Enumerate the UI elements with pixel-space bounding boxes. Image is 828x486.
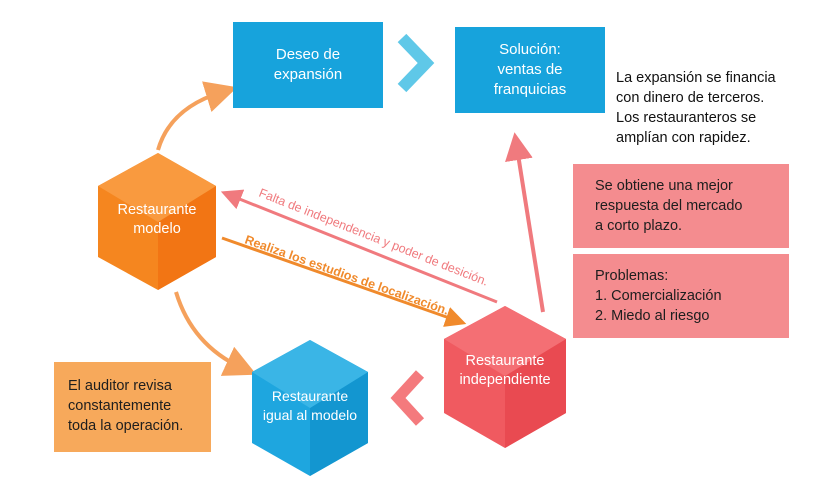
box-problems: Problemas: 1. Comercialización 2. Miedo … — [573, 254, 789, 338]
hexagon-equal-label: Restaurante igual al modelo — [252, 387, 368, 425]
arrow-independent-to-solution — [505, 132, 545, 313]
label-location-studies: Realiza los estudios de localización. — [243, 233, 451, 318]
hexagon-equal-text: Restaurante igual al modelo — [262, 388, 358, 423]
hexagon-independent-label: Restaurante independiente — [444, 352, 566, 390]
note-financing-text: La expansión se financia con dinero de t… — [616, 70, 776, 146]
box-expansion-desire: Deseo de expansión — [233, 22, 383, 108]
box-better-response-text: Se obtiene una mejor respuesta del merca… — [595, 178, 743, 234]
box-problems-item: 1. Comercialización — [595, 288, 722, 304]
note-financing: La expansión se financia con dinero de t… — [616, 68, 821, 148]
hexagon-model-text: Restaurante modelo — [117, 202, 197, 237]
box-problems-title: Problemas: — [595, 268, 669, 284]
hexagon-independent-text: Restaurante independiente — [459, 353, 551, 388]
hexagon-model-label: Restaurante modelo — [98, 201, 216, 239]
box-problems-item: 2. Miedo al riesgo — [595, 308, 710, 324]
chevron-right-icon — [397, 33, 435, 93]
arrow-lack-independence — [220, 189, 498, 304]
box-better-response: Se obtiene una mejor respuesta del merca… — [573, 164, 789, 248]
box-expansion-desire-text: Deseo de expansión — [273, 46, 343, 83]
chevron-left-icon — [390, 370, 425, 426]
label-lack-independence: Falta de independencia y poder de desici… — [257, 186, 490, 289]
box-auditor-text: El auditor revisa constantemente toda la… — [68, 378, 184, 434]
box-franchise-solution: Solución: ventas de franquicias — [455, 27, 605, 113]
box-franchise-solution-text: Solución: ventas de franquicias — [493, 41, 567, 98]
hexagon-equal — [252, 340, 368, 476]
box-auditor: El auditor revisa constantemente toda la… — [54, 362, 211, 452]
arrow-location-studies — [221, 236, 467, 327]
hexagon-model — [98, 153, 216, 290]
arrow-model-to-equal — [174, 291, 257, 376]
arrow-model-to-desire — [156, 81, 238, 151]
hexagon-independent — [444, 306, 566, 448]
